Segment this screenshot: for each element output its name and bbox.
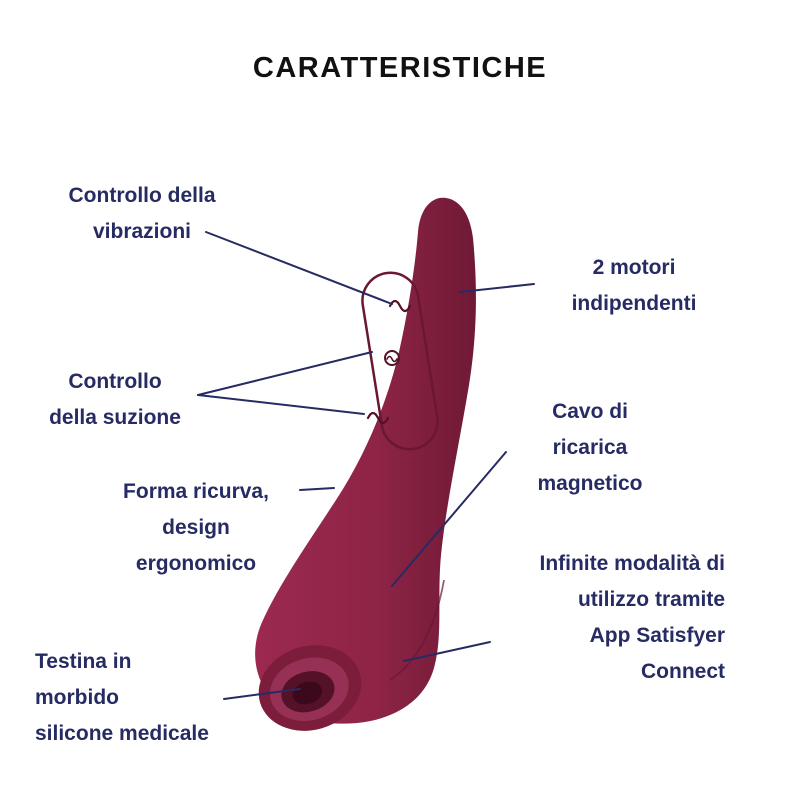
connector-suction-1 bbox=[197, 351, 373, 396]
label-suction-control: Controllo della suzione bbox=[49, 370, 181, 430]
page-title: CARATTERISTICHE bbox=[252, 52, 548, 84]
label-silicone-head: Testina in morbido silicone medicale bbox=[35, 650, 209, 746]
device-illustration bbox=[255, 197, 476, 731]
label-independent-motors: 2 motori indipendenti bbox=[571, 256, 697, 316]
connector-shape bbox=[299, 487, 335, 491]
connector-charging bbox=[391, 451, 507, 587]
connector-vibration bbox=[205, 231, 393, 305]
label-vibration-control: Controllo della vibrazioni bbox=[68, 184, 216, 244]
control-panel-outline bbox=[361, 271, 439, 451]
label-ergonomic-shape: Forma ricurva, design ergonomico bbox=[123, 480, 269, 576]
label-magnetic-charging: Cavo di ricarica magnetico bbox=[537, 400, 643, 496]
connector-app bbox=[403, 641, 491, 662]
connector-head bbox=[223, 688, 301, 700]
label-app-modes: Infinite modalità di utilizzo tramite Ap… bbox=[539, 552, 725, 684]
vibration-wave-icon bbox=[388, 299, 412, 313]
suction-circle-wave-icon bbox=[384, 350, 400, 366]
device-body bbox=[255, 197, 476, 724]
device-seam-line bbox=[389, 579, 445, 681]
connector-motors bbox=[459, 283, 535, 293]
connector-lines bbox=[197, 231, 535, 700]
connector-suction-2 bbox=[197, 394, 365, 415]
suction-wave-icon bbox=[366, 411, 390, 425]
device-head-opening bbox=[258, 645, 362, 731]
